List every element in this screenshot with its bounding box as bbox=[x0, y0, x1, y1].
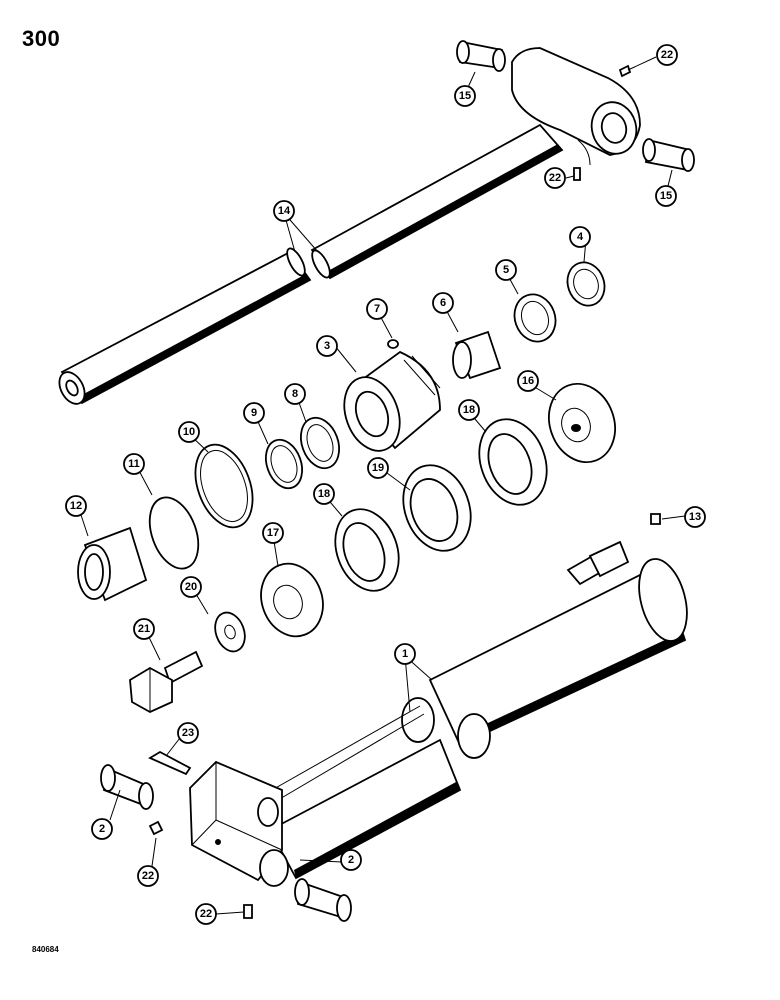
bushing-15-lower bbox=[642, 138, 695, 172]
svg-text:22: 22 bbox=[661, 49, 673, 61]
svg-text:4: 4 bbox=[577, 231, 584, 243]
callout-18-upper: 18 bbox=[458, 399, 480, 421]
fitting-13 bbox=[650, 513, 661, 525]
callout-20: 20 bbox=[180, 576, 202, 598]
bushing-12 bbox=[77, 526, 148, 602]
backup-ring-9 bbox=[264, 438, 304, 490]
svg-text:22: 22 bbox=[549, 172, 561, 184]
piston-rod bbox=[58, 47, 641, 405]
wiper-8 bbox=[299, 416, 341, 470]
callout-8: 8 bbox=[284, 383, 306, 405]
svg-text:7: 7 bbox=[374, 303, 380, 315]
svg-text:6: 6 bbox=[440, 297, 446, 309]
svg-text:14: 14 bbox=[278, 205, 291, 217]
ring-4 bbox=[566, 261, 606, 307]
callout-23: 23 bbox=[177, 722, 199, 744]
svg-text:8: 8 bbox=[292, 388, 298, 400]
svg-text:15: 15 bbox=[459, 90, 471, 102]
cylinder-barrel bbox=[189, 540, 688, 887]
callout-10: 10 bbox=[178, 421, 200, 443]
bushing-6 bbox=[452, 330, 502, 380]
callouts: 1 2 2 3 4 5 6 7 8 9 10 11 12 13 14 15 15… bbox=[65, 44, 706, 925]
callout-21: 21 bbox=[133, 618, 155, 640]
bushing-2-left bbox=[100, 764, 154, 810]
set-screw-7 bbox=[387, 339, 399, 349]
svg-text:18: 18 bbox=[463, 404, 475, 416]
callout-3: 3 bbox=[316, 335, 338, 357]
piston-16 bbox=[548, 382, 616, 464]
callout-4: 4 bbox=[569, 226, 591, 248]
callout-7: 7 bbox=[366, 298, 388, 320]
callout-11: 11 bbox=[123, 453, 145, 475]
callout-14: 14 bbox=[273, 200, 295, 222]
grease-fitting-22-base-side bbox=[148, 820, 164, 836]
svg-text:10: 10 bbox=[183, 426, 195, 438]
svg-text:15: 15 bbox=[660, 190, 672, 202]
callout-16: 16 bbox=[517, 370, 539, 392]
bushing-15-upper bbox=[456, 40, 506, 72]
callout-18-lower: 18 bbox=[313, 483, 335, 505]
grease-fitting-22-eye-bottom bbox=[573, 167, 581, 181]
svg-text:5: 5 bbox=[503, 264, 509, 276]
leader-lines bbox=[77, 56, 686, 915]
svg-text:2: 2 bbox=[99, 823, 105, 835]
svg-text:9: 9 bbox=[251, 407, 257, 419]
svg-text:22: 22 bbox=[200, 908, 212, 920]
svg-text:3: 3 bbox=[324, 340, 330, 352]
callout-5: 5 bbox=[495, 259, 517, 281]
o-ring-11 bbox=[148, 496, 200, 570]
callout-17: 17 bbox=[262, 522, 284, 544]
gland-3 bbox=[343, 350, 441, 452]
svg-text:13: 13 bbox=[689, 511, 701, 523]
svg-text:23: 23 bbox=[182, 727, 194, 739]
callout-15-lower: 15 bbox=[655, 185, 677, 207]
grease-fitting-22-base-bottom bbox=[243, 904, 253, 919]
callout-9: 9 bbox=[243, 402, 265, 424]
callout-19: 19 bbox=[367, 457, 389, 479]
diagram-code: 840684 bbox=[32, 945, 59, 954]
bushing-2-right bbox=[294, 878, 352, 922]
seal-18-upper bbox=[478, 418, 548, 506]
callout-12: 12 bbox=[65, 495, 87, 517]
svg-text:17: 17 bbox=[267, 527, 279, 539]
svg-text:19: 19 bbox=[372, 462, 384, 474]
callout-6: 6 bbox=[432, 292, 454, 314]
wear-ring-19 bbox=[402, 464, 472, 552]
seal-ring-10 bbox=[194, 443, 254, 529]
svg-text:11: 11 bbox=[128, 458, 140, 470]
svg-text:22: 22 bbox=[142, 870, 154, 882]
callout-22-base-bottom: 22 bbox=[195, 903, 217, 925]
callout-15-upper: 15 bbox=[454, 85, 476, 107]
callout-13: 13 bbox=[684, 506, 706, 528]
svg-text:18: 18 bbox=[318, 488, 330, 500]
callout-22-base-side: 22 bbox=[137, 865, 159, 887]
svg-text:16: 16 bbox=[522, 375, 534, 387]
screw-23 bbox=[148, 750, 192, 776]
callout-22-eye-bottom: 22 bbox=[544, 167, 566, 189]
washer-20 bbox=[214, 611, 246, 653]
piston-17 bbox=[260, 562, 324, 638]
callout-22-eye-top: 22 bbox=[656, 44, 678, 66]
svg-text:2: 2 bbox=[348, 854, 354, 866]
callout-2-right: 2 bbox=[340, 849, 362, 871]
ring-5 bbox=[513, 293, 557, 343]
grease-fitting-22-eye-top bbox=[618, 64, 632, 78]
seal-18-lower bbox=[334, 508, 400, 592]
svg-text:20: 20 bbox=[185, 581, 197, 593]
page-number: 300 bbox=[22, 26, 61, 51]
bolt-21 bbox=[129, 650, 204, 714]
svg-text:1: 1 bbox=[402, 648, 408, 660]
callout-1: 1 bbox=[394, 643, 416, 665]
svg-text:12: 12 bbox=[70, 500, 82, 512]
callout-2-left: 2 bbox=[91, 818, 113, 840]
svg-text:21: 21 bbox=[138, 623, 150, 635]
